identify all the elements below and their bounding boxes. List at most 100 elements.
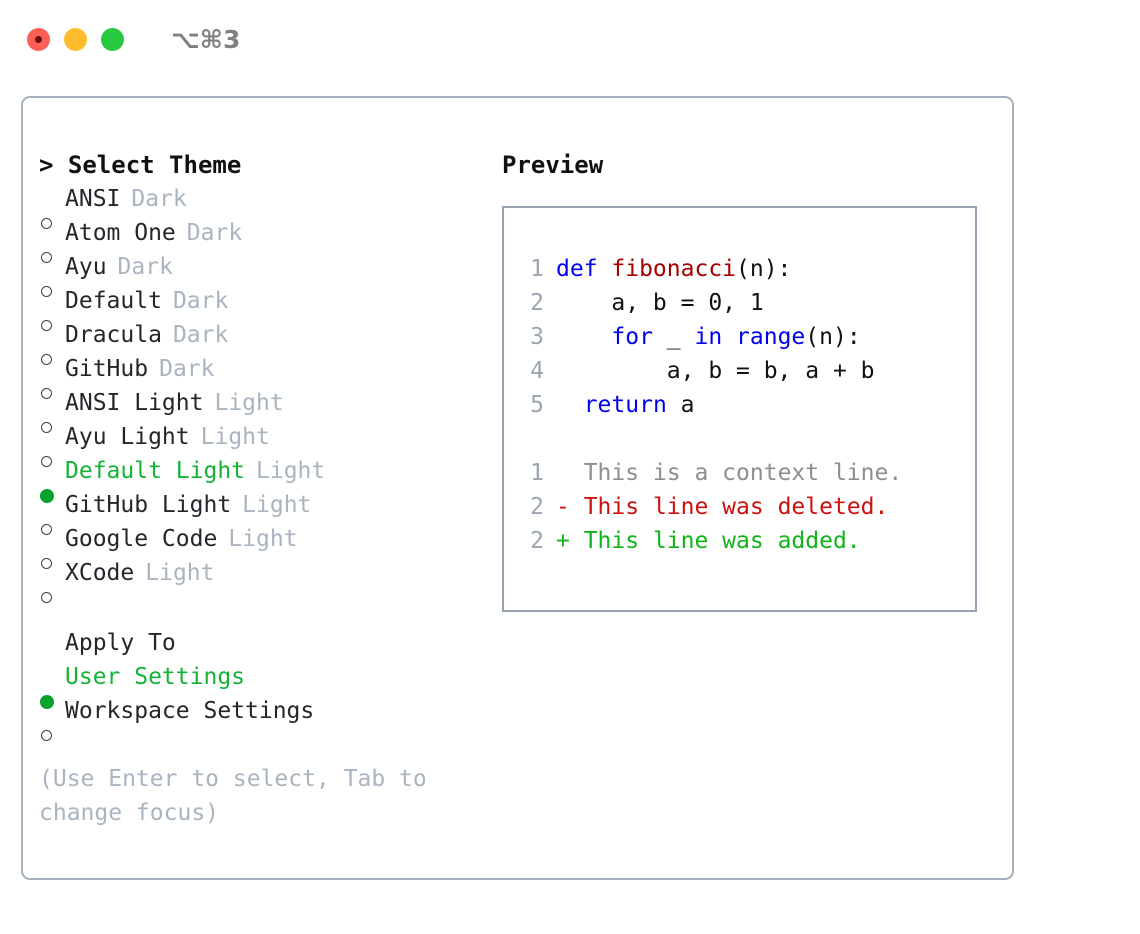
radio-glyph — [41, 422, 52, 433]
code-line: 3 for _ in range(n): — [516, 320, 902, 354]
section-spacer — [39, 590, 494, 626]
keyboard-hint: (Use Enter to select, Tab to change focu… — [39, 766, 441, 826]
theme-list-item[interactable]: GitHub Dark — [39, 352, 494, 399]
radio-glyph — [41, 286, 52, 297]
apply-to-option[interactable]: User Settings — [39, 660, 494, 709]
code-token: def — [556, 256, 612, 282]
item-label: Ayu — [65, 254, 107, 280]
item-label: Google Code — [65, 526, 218, 552]
window-controls — [27, 27, 124, 51]
theme-list-item[interactable]: GitHub Light Light — [39, 488, 494, 535]
line-number: 3 — [530, 324, 544, 350]
radio-glyph — [41, 592, 52, 603]
item-category-tag: Dark — [117, 254, 173, 280]
apply-to-option[interactable]: Workspace Settings — [39, 694, 494, 741]
item-category-tag: Light — [145, 560, 215, 586]
radio-glyph — [41, 558, 52, 569]
code-token: in — [694, 324, 723, 350]
diff-marker: + — [556, 528, 584, 554]
item-category-tag: Light — [242, 492, 312, 518]
item-category-tag: Dark — [172, 322, 229, 348]
radio-glyph — [41, 252, 52, 263]
line-number: 4 — [530, 358, 544, 384]
code-line: 2 a, b = 0, 1 — [516, 286, 902, 320]
line-number: 1 — [530, 460, 544, 486]
code-token — [556, 392, 584, 418]
code-text: return a — [556, 388, 695, 422]
item-category-tag: Light — [200, 424, 270, 450]
window-titlebar: ⌥⌘3 — [0, 0, 1140, 78]
code-token: fibonacci — [611, 256, 737, 282]
code-text: a, b = b, a + b — [556, 354, 875, 388]
diff-text: This is a context line. — [583, 460, 903, 486]
line-number: 2 — [530, 494, 544, 520]
diff-line: 2- This line was deleted. — [516, 490, 902, 524]
item-label: Default Light — [65, 458, 246, 484]
item-label: XCode — [65, 560, 135, 586]
item-label: GitHub Light — [65, 492, 232, 518]
code-line: 4 a, b = b, a + b — [516, 354, 902, 388]
theme-list-item[interactable]: Default Light Light — [39, 454, 494, 503]
diff-text: This line was added. — [583, 528, 861, 554]
theme-list-item[interactable]: Dracula Dark — [39, 318, 494, 365]
close-dot-icon[interactable] — [27, 27, 50, 51]
theme-list-item[interactable]: Ayu Dark — [39, 250, 494, 297]
code-text: for _ in range(n): — [556, 320, 861, 354]
item-label: Ayu Light — [65, 424, 190, 450]
item-label: User Settings — [65, 664, 246, 690]
code-line: 5 return a — [516, 388, 902, 422]
item-label: Default — [65, 288, 162, 314]
code-blank-line — [516, 422, 902, 456]
radio-glyph — [41, 320, 52, 331]
apply-to-heading: Apply To — [65, 630, 176, 656]
item-category-tag: Light — [228, 526, 298, 552]
radio-glyph — [40, 695, 54, 709]
line-number: 2 — [530, 528, 544, 554]
theme-list-item[interactable]: ANSI Dark — [39, 182, 494, 229]
code-token: for — [611, 324, 653, 350]
preview-heading: Preview — [502, 151, 604, 179]
diff-line: 2 + This line was added. — [516, 524, 902, 558]
select-theme-heading: > Select Theme — [39, 151, 242, 179]
diff-text: This line was deleted. — [583, 494, 889, 520]
code-token: return — [583, 392, 667, 418]
minimize-dot-icon[interactable] — [64, 27, 87, 51]
code-token — [556, 324, 611, 350]
item-category-tag: Light — [256, 458, 326, 484]
item-label: Dracula — [65, 322, 162, 348]
item-category-tag: Light — [214, 390, 284, 416]
theme-list-item[interactable]: Ayu Light Light — [39, 420, 494, 467]
code-token: a, b = b, a + b — [556, 358, 875, 384]
theme-list-item[interactable]: Default Dark — [39, 284, 494, 331]
code-token: (n): — [805, 324, 861, 350]
code-token: a, b = 0, 1 — [556, 290, 764, 316]
radio-glyph — [40, 489, 54, 503]
maximize-dot-icon[interactable] — [101, 27, 124, 51]
item-label: GitHub — [65, 356, 149, 382]
item-label: Workspace Settings — [65, 698, 315, 724]
line-number: 5 — [530, 392, 544, 418]
diff-marker — [556, 456, 584, 490]
radio-glyph — [41, 388, 52, 399]
theme-list-item[interactable]: XCode Light — [39, 556, 494, 603]
item-category-tag: Dark — [159, 356, 215, 382]
item-label: ANSI — [65, 186, 121, 212]
code-text: def fibonacci(n): — [556, 252, 791, 286]
keyboard-shortcut-label: ⌥⌘3 — [171, 24, 241, 54]
radio-glyph — [41, 524, 52, 535]
item-category-tag: Dark — [172, 288, 229, 314]
item-category-tag: Dark — [131, 186, 187, 212]
line-number: 1 — [530, 256, 544, 282]
line-number: 2 — [530, 290, 544, 316]
theme-list-item[interactable]: Google Code Light — [39, 522, 494, 569]
code-token: _ — [652, 324, 695, 350]
